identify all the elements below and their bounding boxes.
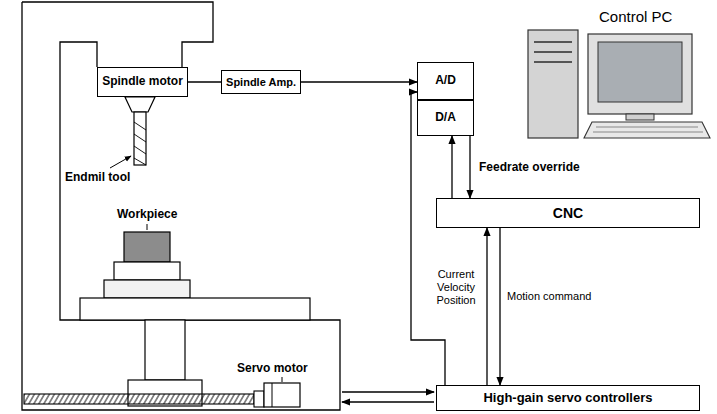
signal-connector xyxy=(499,228,500,385)
signal-label: Motion command xyxy=(506,290,592,303)
drive-bays xyxy=(534,42,572,62)
box-label: A/D xyxy=(435,74,456,88)
leader-line xyxy=(282,377,283,382)
process-box: D/A xyxy=(417,100,474,136)
box-label: High-gain servo controllers xyxy=(483,391,652,406)
signal-connector xyxy=(301,81,417,82)
part-label: Control PC xyxy=(598,8,673,26)
signal-connector xyxy=(188,81,221,82)
servo-motor xyxy=(264,383,300,407)
keyboard xyxy=(584,122,710,138)
leader-line xyxy=(147,224,148,230)
spindle-nose xyxy=(125,97,155,112)
box-label: D/A xyxy=(435,111,456,125)
process-box: High-gain servo controllers xyxy=(436,385,700,411)
vise-base xyxy=(104,280,190,298)
fixture xyxy=(114,262,180,280)
signal-connector xyxy=(451,136,452,198)
process-box: Spindle Amp. xyxy=(221,70,301,94)
signal-label: Current Velocity Position xyxy=(428,268,484,308)
servo-feedback-arrow xyxy=(342,391,434,392)
workpiece xyxy=(124,232,170,262)
signal-connector xyxy=(486,228,487,385)
process-box: CNC xyxy=(436,198,700,228)
motor-flange xyxy=(272,383,273,407)
part-label: Servo motor xyxy=(236,361,309,375)
machine-table xyxy=(80,298,310,320)
box-label: Spindle motor xyxy=(102,75,183,89)
tool-flutes xyxy=(134,122,146,165)
monitor-screen xyxy=(598,42,682,102)
servo-drive-arrow xyxy=(342,401,434,402)
pc-tower xyxy=(528,30,578,138)
process-box: A/D xyxy=(417,62,474,100)
saddle-post xyxy=(145,320,185,380)
box-label: CNC xyxy=(553,205,583,221)
monitor xyxy=(588,34,692,114)
leader-line xyxy=(110,156,131,168)
endmill-tool xyxy=(134,112,146,165)
key-rows xyxy=(593,127,703,132)
part-label: Workpiece xyxy=(116,207,178,221)
monitor-stand xyxy=(626,114,654,120)
signal-connector xyxy=(469,136,470,198)
coupling xyxy=(254,391,264,407)
box-label: Spindle Amp. xyxy=(226,76,296,89)
process-box: Spindle motor xyxy=(97,67,188,97)
machine-frame xyxy=(22,2,340,410)
part-label: Endmil tool xyxy=(64,170,131,184)
signal-label: Feedrate override xyxy=(478,160,581,174)
ball-screw xyxy=(24,394,254,404)
